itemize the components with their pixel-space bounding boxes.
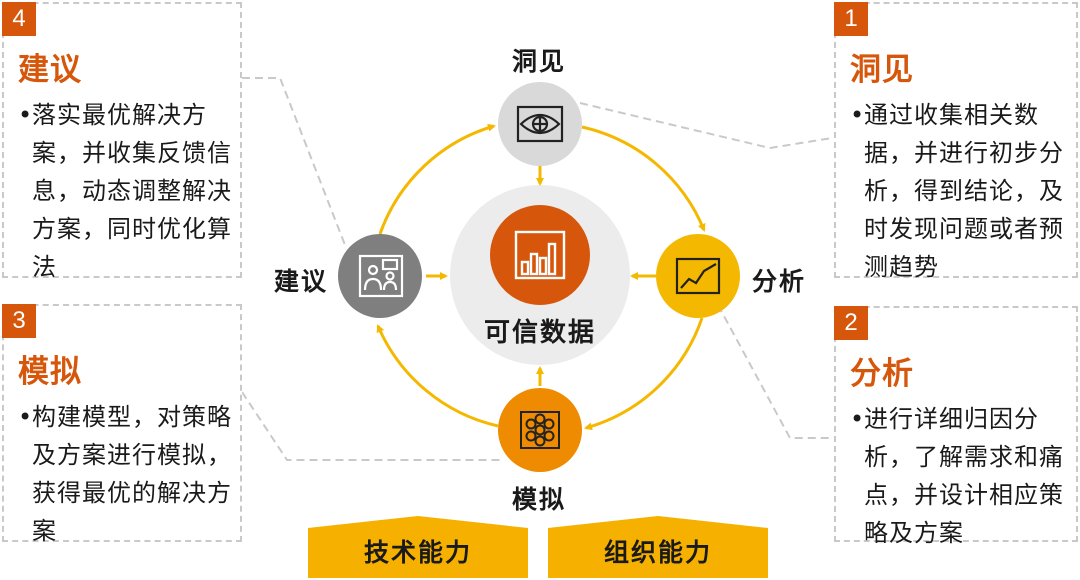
card-text: 落实最优解决方案，并收集反馈信息，动态调整解决方案，同时优化算法 (32, 101, 232, 281)
card-text: 通过收集相关数据，并进行初步分析，得到结论，及时发现问题或者预测趋势 (864, 101, 1064, 281)
card-title: 建议 (18, 52, 82, 88)
card-analysis: 2 分析 • 进行详细归因分析，了解需求和痛点，并设计相应策略及方案 (834, 306, 1078, 547)
cycle-arrows (376, 123, 706, 431)
card-body: • 进行详细归因分析，了解需求和痛点，并设计相应策略及方案 (850, 400, 1068, 552)
bullet-point: • (18, 101, 33, 129)
node-label-simulation: 模拟 (512, 485, 567, 514)
card-advice: 4 建议 • 落实最优解决方案，并收集反馈信息，动态调整解决方案，同时优化算法 (2, 2, 242, 281)
card-text: 进行详细归因分析，了解需求和痛点，并设计相应策略及方案 (864, 405, 1064, 547)
card-number-badge: 2 (834, 306, 868, 340)
connector-card-2 (717, 304, 832, 439)
card-body: • 落实最优解决方案，并收集反馈信息，动态调整解决方案，同时优化算法 (18, 96, 232, 286)
card-insight: 1 洞见 • 通过收集相关数据，并进行初步分析，得到结论，及时发现问题或者预测趋… (834, 2, 1078, 281)
arrow-analysis-to-simulation (584, 317, 704, 431)
connector-lines (241, 77, 833, 461)
capability-banner-tech (308, 516, 528, 578)
eye-icon (516, 105, 564, 143)
card-number-badge: 4 (2, 2, 36, 36)
arrow-simulation-to-advice (376, 324, 499, 428)
bullet-point: • (850, 405, 865, 433)
center-label: 可信数据 (483, 318, 596, 348)
bar-chart-icon (514, 230, 566, 280)
card-number-badge: 3 (2, 304, 36, 338)
line-chart-icon (675, 257, 721, 295)
capability-banner-org (548, 516, 768, 578)
capability-label-org: 组织能力 (603, 538, 712, 567)
node-advice (338, 234, 422, 318)
card-simulation: 3 模拟 • 构建模型，对策略及方案进行模拟，获得最优的解决方案 (2, 304, 242, 545)
presentation-icon (358, 254, 404, 298)
connector-card-3 (241, 391, 500, 461)
node-simulation (498, 388, 582, 472)
node-analysis (656, 234, 740, 318)
arrow-advice-to-insight (378, 123, 496, 235)
card-title: 分析 (850, 356, 914, 392)
card-number-badge: 1 (834, 2, 868, 36)
arrow-insight-to-analysis (581, 125, 706, 232)
center-icon-bg (490, 205, 590, 305)
card-text: 构建模型，对策略及方案进行模拟，获得最优的解决方案 (32, 403, 232, 545)
connector-card-4 (242, 77, 346, 246)
bullet-point: • (850, 101, 865, 129)
capability-label-tech: 技术能力 (363, 538, 472, 567)
node-label-advice: 建议 (274, 267, 329, 296)
node-label-insight: 洞见 (512, 47, 567, 76)
card-title: 模拟 (18, 354, 82, 390)
bullet-point: • (18, 403, 33, 431)
hexagon-network-icon (520, 411, 560, 449)
card-body: • 构建模型，对策略及方案进行模拟，获得最优的解决方案 (18, 398, 232, 550)
node-label-analysis: 分析 (752, 267, 807, 296)
connector-card-1 (579, 102, 833, 150)
card-body: • 通过收集相关数据，并进行初步分析，得到结论，及时发现问题或者预测趋势 (850, 96, 1068, 286)
card-title: 洞见 (850, 52, 914, 88)
